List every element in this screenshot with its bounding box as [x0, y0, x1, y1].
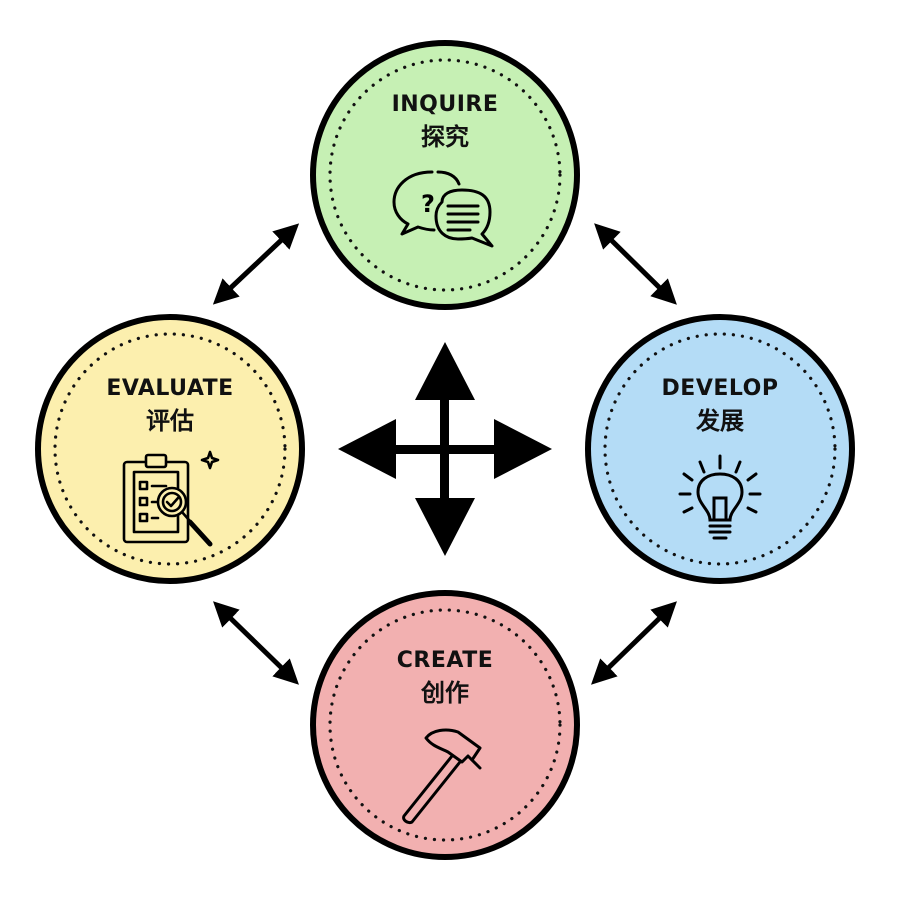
stage-inquire: INQUIRE 探究 ? — [310, 40, 580, 310]
arrow-develop-create — [591, 601, 677, 685]
stage-evaluate: EVALUATE 评估 — [35, 314, 305, 584]
dotted-ring — [53, 332, 287, 566]
arrow-evaluate-create — [213, 601, 299, 685]
stage-title: INQUIRE — [392, 92, 499, 117]
arrow-inquire-develop — [594, 223, 677, 305]
stage-develop: DEVELOP 发展 — [585, 314, 855, 584]
dotted-ring — [328, 58, 562, 292]
lightbulb-icon — [678, 454, 762, 540]
svg-text:?: ? — [421, 190, 435, 218]
stage-subtitle: 发展 — [695, 407, 744, 435]
stage-create: CREATE 创作 — [310, 590, 580, 860]
stage-circle — [310, 590, 580, 860]
four-way-arrow-icon — [338, 342, 552, 556]
arrow-inquire-evaluate — [212, 223, 300, 305]
stage-title: CREATE — [397, 648, 493, 673]
chat-question-icon: ? — [392, 170, 494, 248]
dotted-ring — [328, 608, 562, 842]
stage-circle — [35, 314, 305, 584]
stage-title: DEVELOP — [662, 376, 779, 401]
clipboard-check-icon — [122, 450, 220, 547]
stage-subtitle: 探究 — [421, 123, 469, 151]
stage-title: EVALUATE — [106, 376, 233, 401]
stage-subtitle: 创作 — [420, 679, 469, 707]
stage-circle — [310, 40, 580, 310]
dotted-ring — [603, 332, 837, 566]
stage-circle — [585, 314, 855, 584]
stage-subtitle: 评估 — [146, 407, 194, 435]
hammer-icon — [402, 728, 482, 824]
